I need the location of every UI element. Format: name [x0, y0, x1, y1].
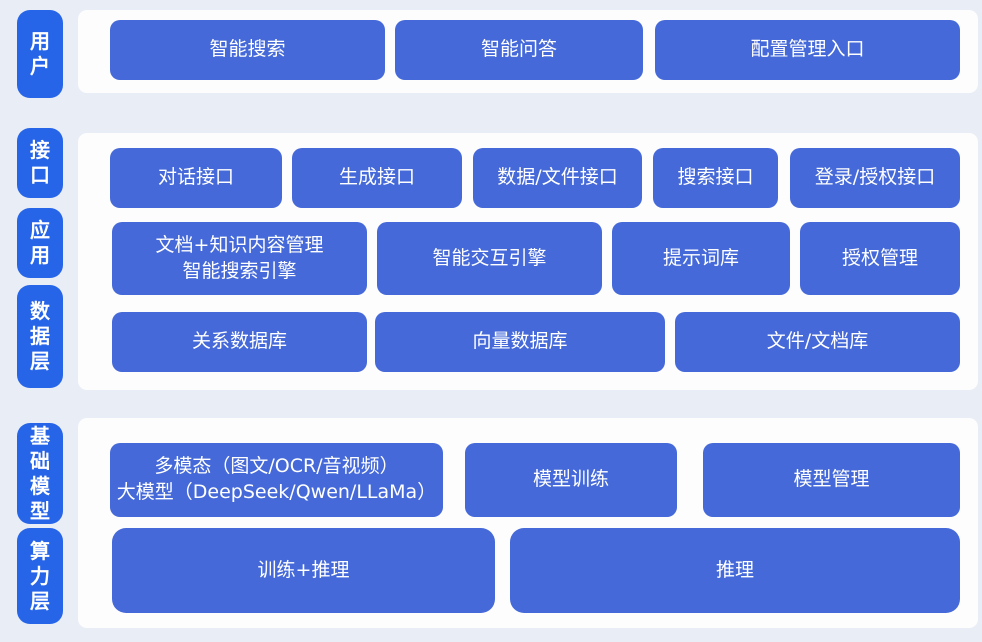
box-search-api-label: 搜索接口 [677, 166, 754, 189]
box-dialog-api: 对话接口 [110, 148, 282, 208]
box-vector-db-label: 向量数据库 [472, 330, 568, 353]
box-generate-api: 生成接口 [292, 148, 462, 208]
box-login-auth-api-label: 登录/授权接口 [814, 166, 936, 189]
box-model-management-label: 模型管理 [793, 468, 870, 491]
box-auth-management-label: 授权管理 [841, 246, 918, 269]
box-data-file-api: 数据/文件接口 [473, 148, 642, 208]
layer-label-user: 用户 [17, 10, 63, 98]
layer-label-base-model-text: 基础模型 [30, 423, 50, 523]
layer-label-interface-text: 接口 [30, 138, 50, 187]
layer-label-interface: 接口 [17, 128, 63, 198]
box-smart-search: 智能搜索 [110, 20, 385, 80]
box-generate-api-label: 生成接口 [338, 166, 415, 189]
box-smart-search-label: 智能搜索 [209, 38, 286, 61]
box-dialog-api-label: 对话接口 [157, 166, 234, 189]
box-data-file-api-label: 数据/文件接口 [497, 166, 618, 189]
box-file-doc-store-label: 文件/文档库 [766, 330, 869, 353]
box-train-inference: 训练+推理 [112, 528, 495, 613]
box-model-management: 模型管理 [703, 443, 960, 517]
layer-label-data: 数据层 [17, 285, 63, 388]
box-smart-qa-label: 智能问答 [480, 38, 557, 61]
box-doc-knowledge-search-engine-label: 文档+知识内容管理 智能搜索引擎 [155, 233, 324, 282]
box-search-api: 搜索接口 [653, 148, 778, 208]
box-relational-db: 关系数据库 [112, 312, 367, 372]
layer-label-data-text: 数据层 [30, 299, 50, 373]
layer-label-compute-text: 算力层 [30, 538, 50, 613]
box-file-doc-store: 文件/文档库 [675, 312, 960, 372]
box-model-training-label: 模型训练 [532, 468, 609, 491]
box-interactive-engine: 智能交互引擎 [377, 222, 602, 295]
layer-label-application-text: 应用 [30, 218, 50, 267]
box-train-inference-label: 训练+推理 [257, 558, 350, 581]
box-interactive-engine-label: 智能交互引擎 [432, 246, 547, 269]
layer-label-base-model: 基础模型 [17, 423, 63, 524]
layer-label-user-text: 用户 [30, 29, 50, 78]
box-config-entry: 配置管理入口 [655, 20, 960, 80]
box-vector-db: 向量数据库 [375, 312, 665, 372]
box-login-auth-api: 登录/授权接口 [790, 148, 960, 208]
box-auth-management: 授权管理 [800, 222, 960, 295]
box-prompt-library-label: 提示词库 [662, 246, 739, 269]
layer-label-compute: 算力层 [17, 528, 63, 624]
box-multimodal-llm: 多模态（图文/OCR/音视频） 大模型（DeepSeek/Qwen/LLaMa） [110, 443, 443, 517]
box-smart-qa: 智能问答 [395, 20, 643, 80]
box-inference: 推理 [510, 528, 960, 613]
box-inference-label: 推理 [715, 558, 754, 581]
box-relational-db-label: 关系数据库 [191, 330, 287, 353]
box-multimodal-llm-label: 多模态（图文/OCR/音视频） 大模型（DeepSeek/Qwen/LLaMa） [116, 455, 437, 503]
box-prompt-library: 提示词库 [612, 222, 790, 295]
box-config-entry-label: 配置管理入口 [750, 38, 865, 61]
box-model-training: 模型训练 [465, 443, 677, 517]
box-doc-knowledge-search-engine: 文档+知识内容管理 智能搜索引擎 [112, 222, 367, 295]
layer-label-application: 应用 [17, 208, 63, 278]
